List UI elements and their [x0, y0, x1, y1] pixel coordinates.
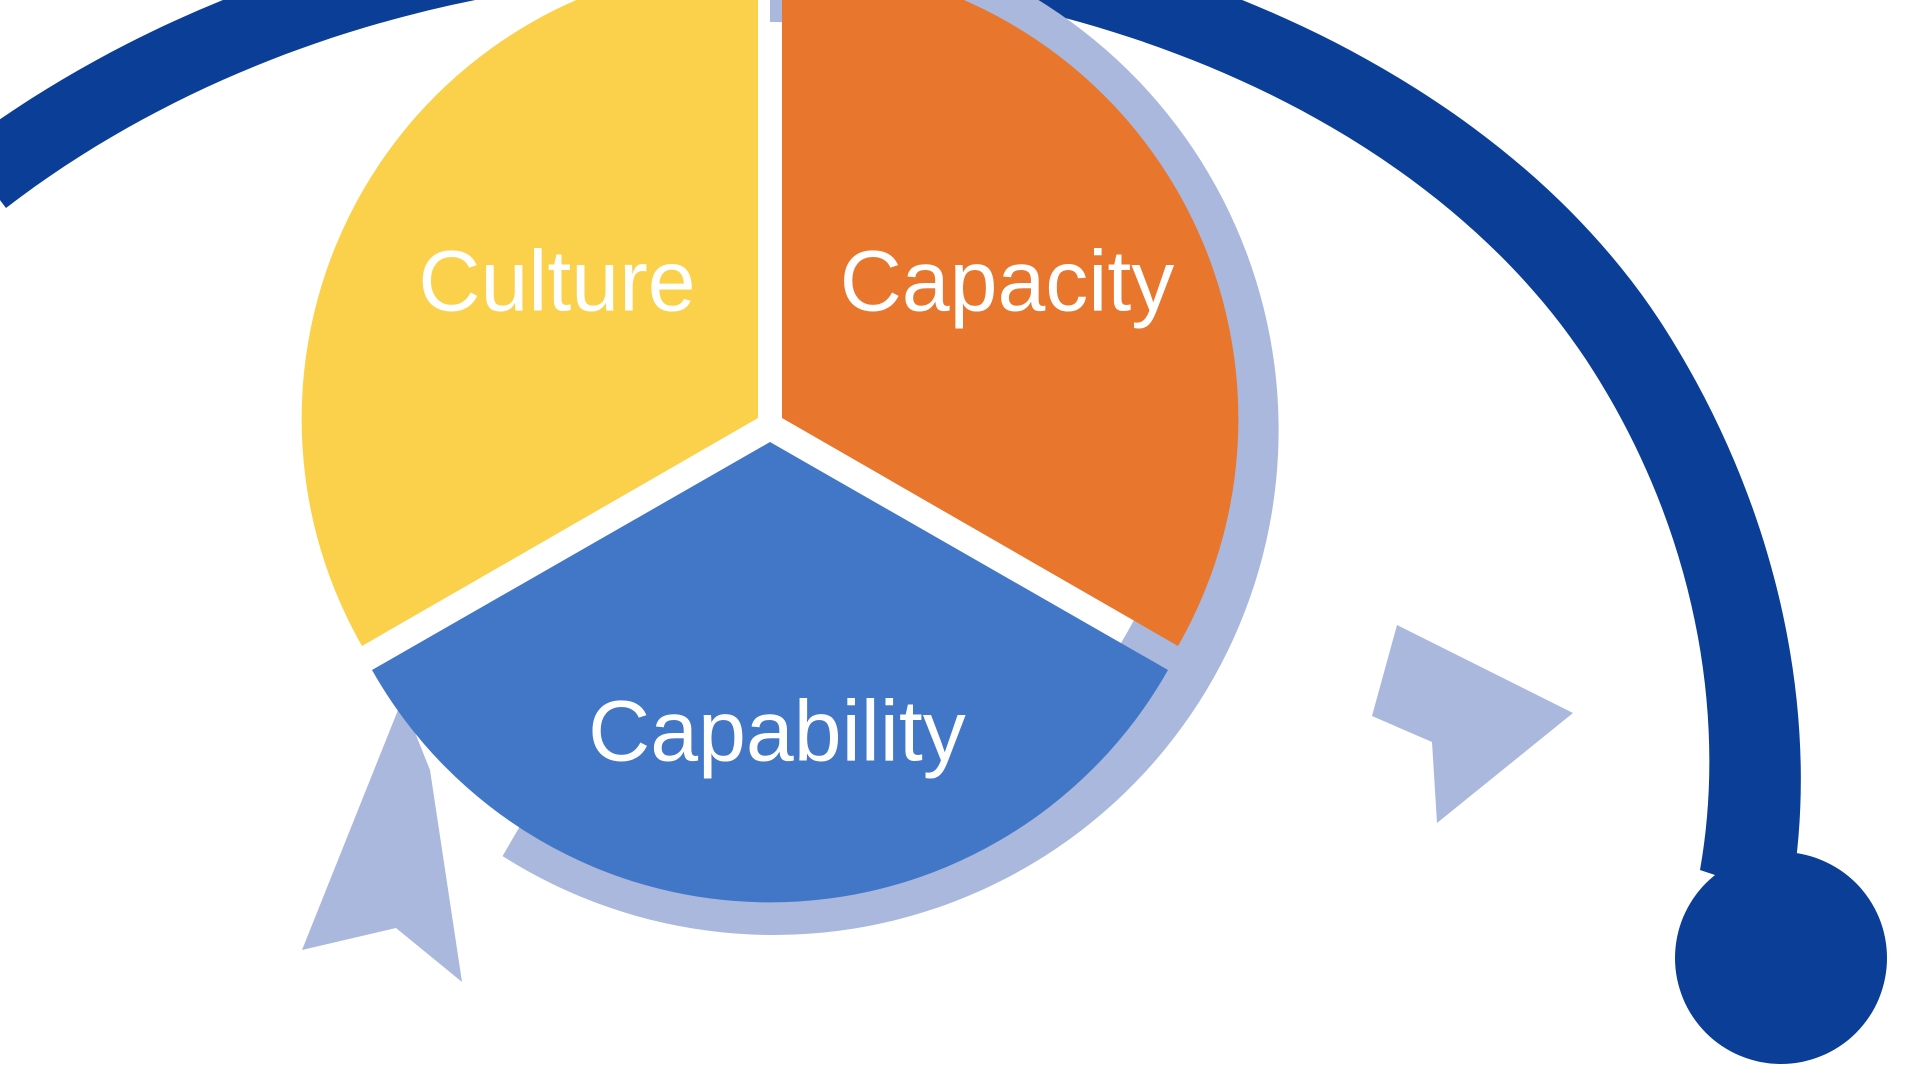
segment-capacity[interactable]: Capacity [782, 0, 1239, 646]
segment-capability-shape[interactable] [372, 442, 1168, 903]
navy-swoosh-arc [0, 0, 1801, 900]
cycle-segments: Culture Capacity Capability [301, 0, 1239, 903]
segment-culture-label: Culture [418, 234, 695, 330]
ring-arrowhead-right [1372, 625, 1573, 823]
segment-capability-label: Capability [588, 684, 966, 780]
segment-capacity-shape[interactable] [782, 0, 1239, 646]
navy-swoosh-decoration [0, 0, 1801, 900]
navy-dot-decoration [1675, 852, 1887, 1064]
segment-culture[interactable]: Culture [301, 0, 758, 646]
segment-culture-shape[interactable] [301, 0, 758, 646]
segment-capacity-label: Capacity [840, 234, 1175, 330]
segment-capability[interactable]: Capability [372, 442, 1168, 903]
ring-arrowhead-left [302, 700, 462, 982]
